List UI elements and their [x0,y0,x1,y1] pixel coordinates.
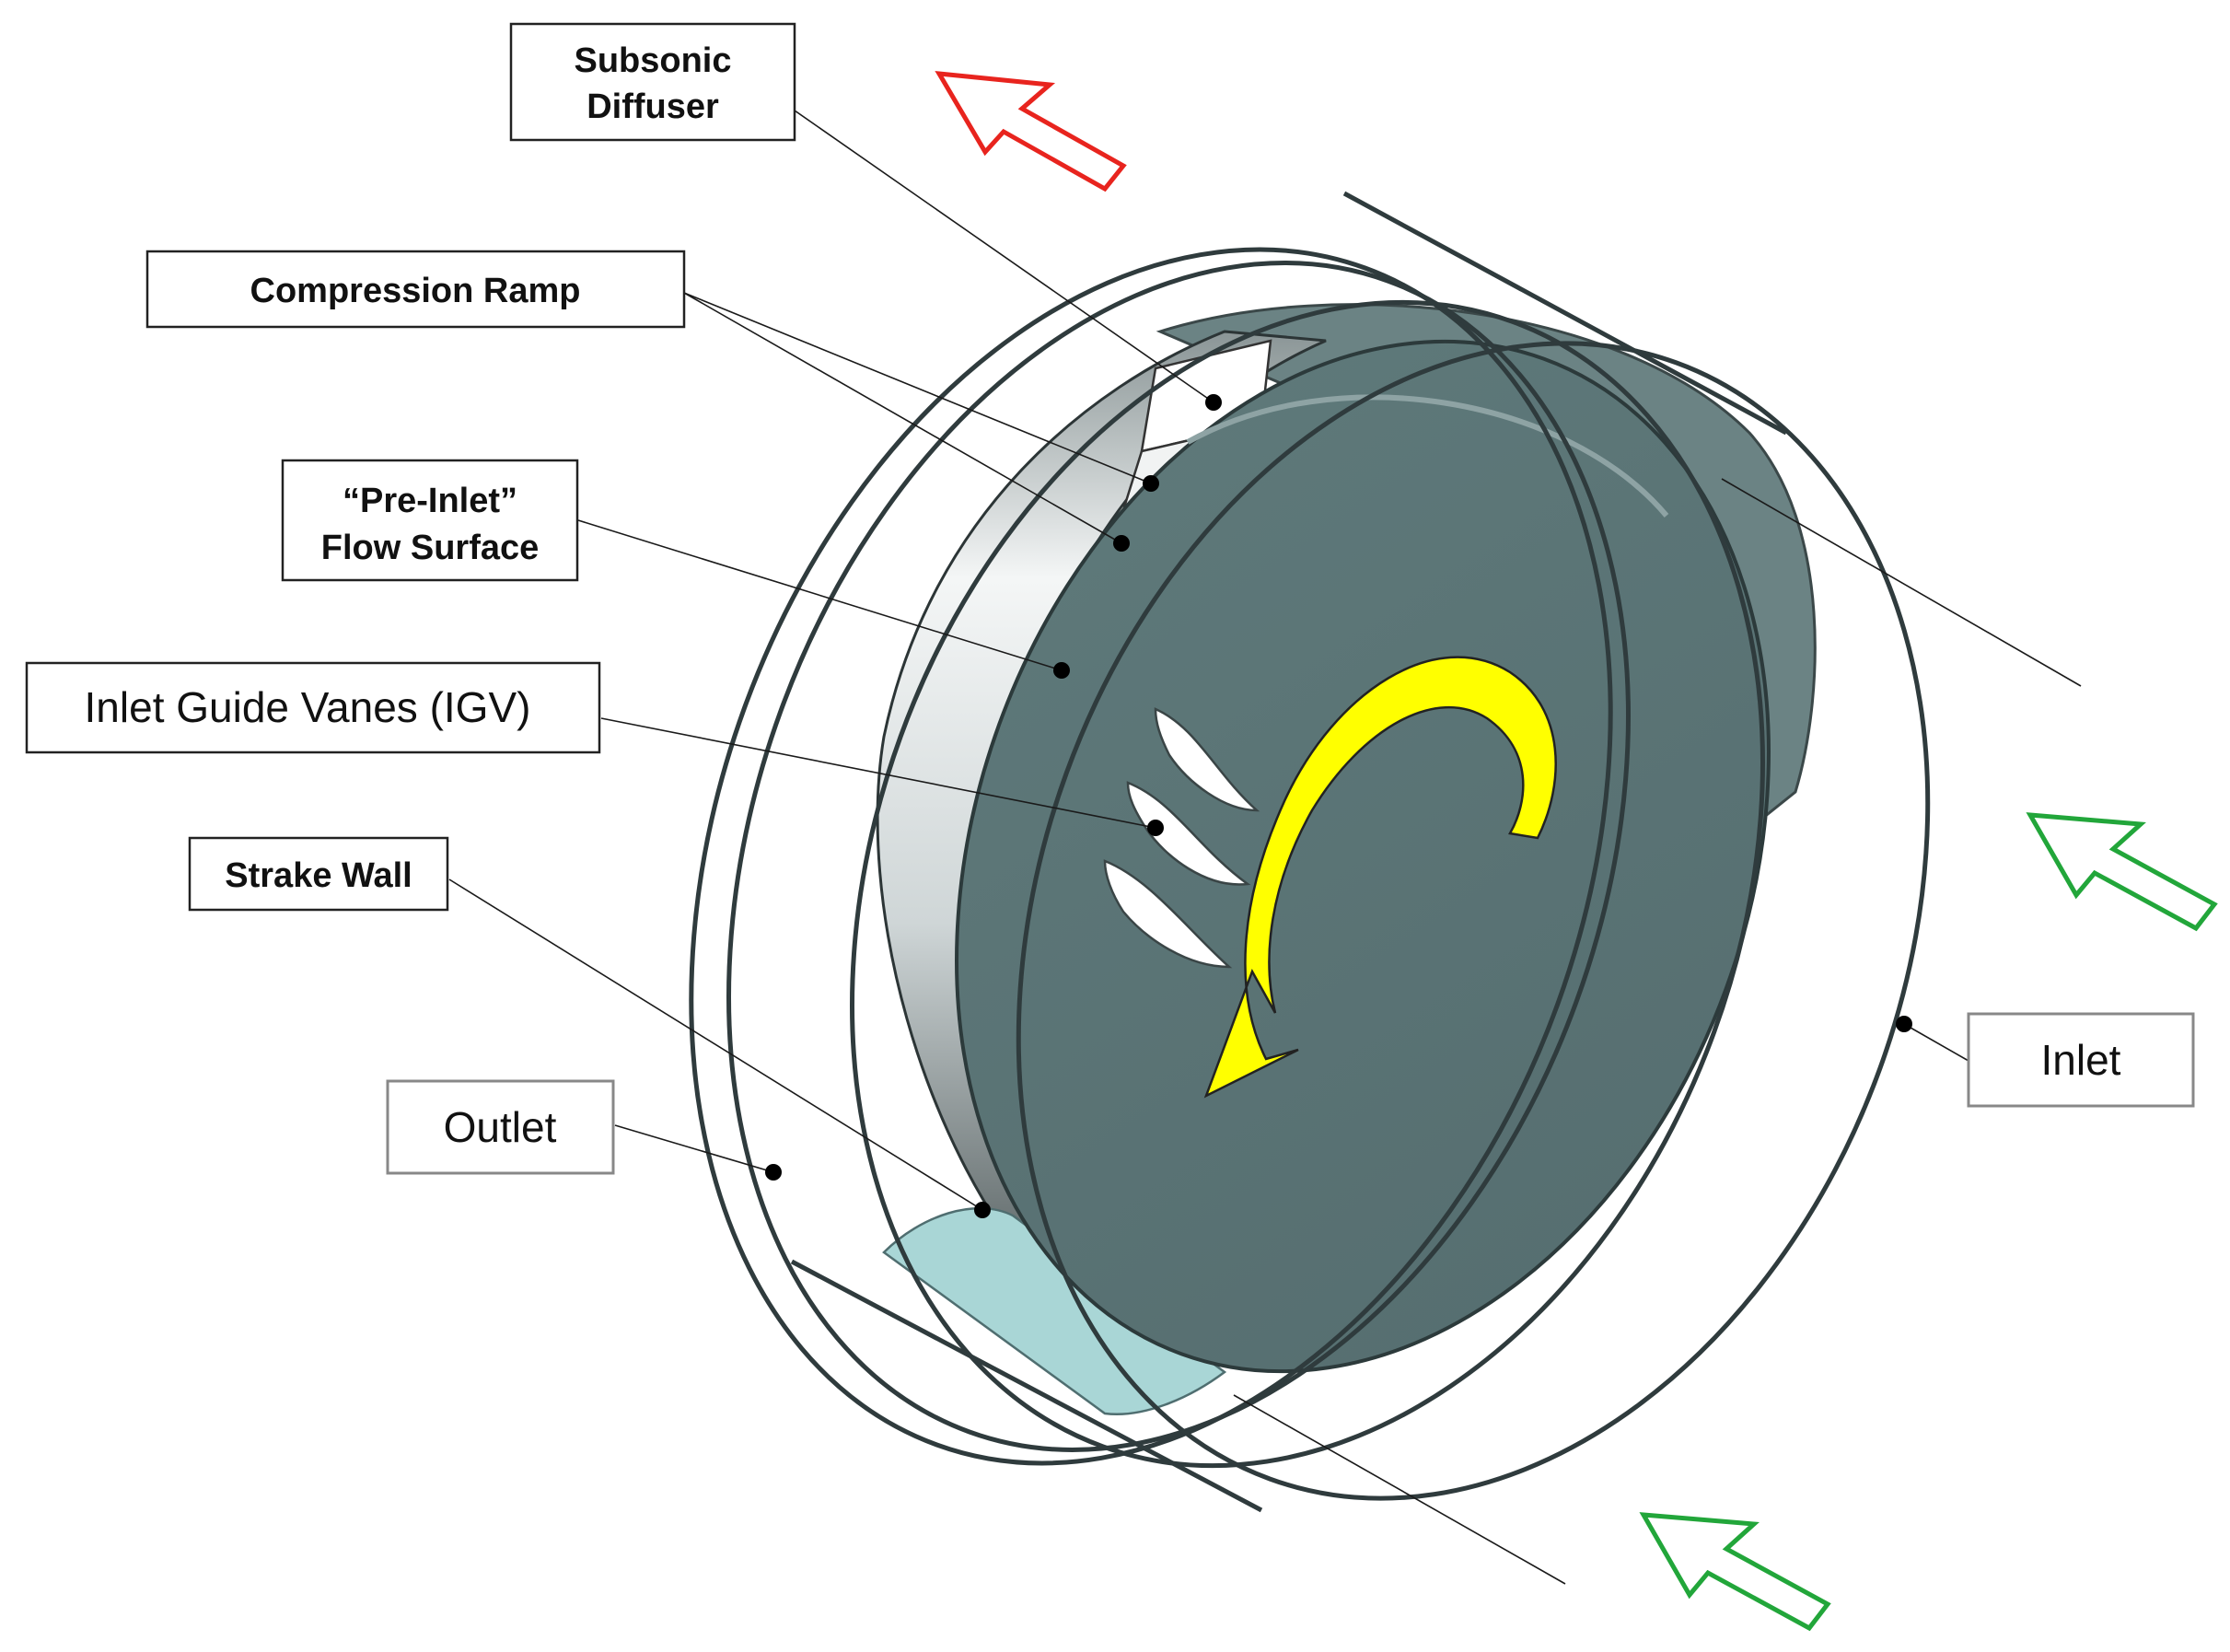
label-inlet-guide-vanes: Inlet Guide Vanes (IGV) [25,661,601,754]
strake-wall-text: Strake Wall [225,856,412,895]
compression-ramp-text: Compression Ramp [250,272,581,310]
label-compression-ramp: Compression Ramp [145,250,686,329]
label-subsonic-diffuser: Subsonic Diffuser [509,22,796,142]
inlet-guide-vanes-text: Inlet Guide Vanes (IGV) [85,683,531,731]
rotor-face-edge-highlight [1186,394,1669,518]
axis-line-back [1721,478,2082,687]
subsonic-diffuser-line1: Subsonic [574,41,731,80]
subsonic-diffuser-line2: Diffuser [587,87,719,126]
outer-shell-rings [689,247,1931,1501]
outlet-text: Outlet [444,1103,557,1151]
anchor-dots [765,394,1912,1218]
leader-lines [448,110,1969,1211]
inflow-arrow-right-icon [2026,812,2218,932]
label-outlet: Outlet [386,1079,615,1175]
curved-rotation-arrow-icon [1203,656,1557,1099]
shell-top-edge [1342,191,1788,436]
label-strake-wall: Strake Wall [188,836,449,912]
inlet-guide-vanes [1103,707,1260,969]
rotor-face [955,339,1771,1374]
label-inlet: Inlet [1967,1012,2195,1108]
pre-inlet-line2: Flow Surface [321,529,540,567]
axis-line-front [1233,1394,1566,1585]
label-pre-inlet-flow-surface: “Pre-Inlet” Flow Surface [281,459,579,582]
rotor-assembly [689,191,2082,1585]
outflow-arrow-icon [935,71,1127,192]
inlet-text: Inlet [2041,1036,2121,1084]
inflow-arrow-bottom-icon [1639,1512,1831,1632]
shell-bottom-edge [790,1259,1263,1513]
strake-wall-surface [882,1207,1227,1415]
pre-inlet-line1: “Pre-Inlet” [343,482,517,520]
